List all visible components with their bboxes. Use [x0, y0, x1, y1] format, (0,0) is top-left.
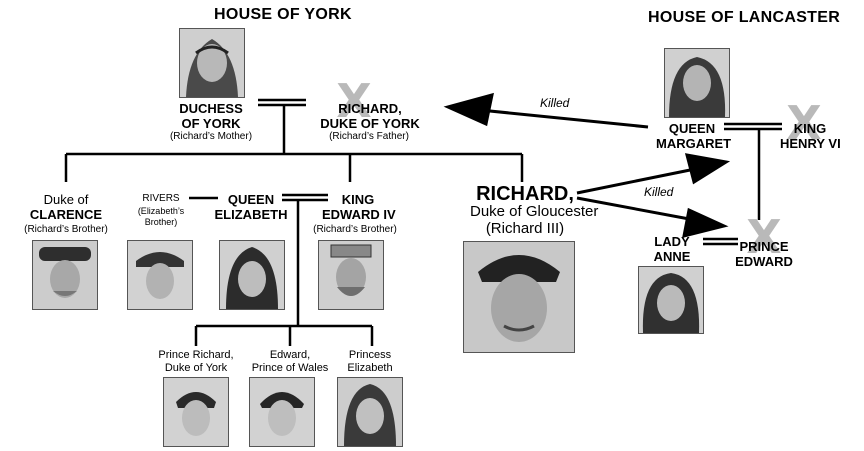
killed-label-left: Killed: [540, 96, 570, 110]
richard-gloucester-photo: [463, 241, 575, 353]
duke-of-york-relation: (Richard’s Father): [329, 131, 409, 142]
duke-york-name-line1: RICHARD,: [338, 101, 402, 116]
edward-name-line2: EDWARD IV: [322, 207, 396, 222]
killed-arrowhead-upper: [684, 153, 731, 185]
margaret-name-line2: MARGARET: [656, 136, 732, 151]
clarence-name-line2: CLARENCE: [29, 207, 103, 222]
duchess-of-york-photo: [179, 28, 245, 98]
lady-anne-name: LADY ANNE: [646, 234, 698, 264]
king-edward-photo: [318, 240, 384, 310]
richard-name-line1: RICHARD,: [476, 183, 574, 205]
prince-edward-name-line2: EDWARD: [735, 254, 793, 269]
queen-margaret-photo: [664, 48, 730, 118]
clarence-photo: [32, 240, 98, 310]
killed-arrow-shaft-left: [469, 107, 649, 129]
king-henry-name: KING HENRY VI: [780, 121, 841, 151]
prince-richard-line1: Prince Richard,: [158, 349, 234, 361]
clarence-name: Duke of CLARENCE: [18, 192, 114, 222]
deceased-mark-duke-of-york: X: [336, 74, 372, 128]
edward-wales-line2: Prince of Wales: [251, 362, 329, 374]
elizabeth-name-line1: QUEEN: [227, 192, 275, 207]
rivers-name: RIVERS: [142, 193, 180, 204]
king-edward-relation: (Richard’s Brother): [313, 224, 397, 235]
anne-name-line1: LADY: [654, 234, 690, 249]
clarence-name-line1: Duke of: [43, 192, 89, 207]
anne-name-line2: ANNE: [653, 249, 691, 264]
princess-elizabeth-name: Princess Elizabeth: [328, 349, 412, 375]
edward-prince-of-wales-photo: [249, 377, 315, 447]
killed-arrow-shaft-lower: [576, 196, 701, 223]
lady-anne-photo: [638, 266, 704, 334]
killed-label-right: Killed: [644, 185, 674, 199]
princess-elizabeth-photo: [337, 377, 403, 447]
edward-prince-of-wales-name: Edward, Prince of Wales: [240, 349, 340, 375]
house-of-lancaster-heading: HOUSE OF LANCASTER: [648, 9, 841, 26]
prince-richard-name: Prince Richard, Duke of York: [146, 349, 246, 375]
rivers-relation: (Elizabeth’s Brother): [128, 206, 194, 228]
richard-name-line2: Duke of Gloucester: [470, 203, 599, 220]
prince-edward-name: PRINCE EDWARD: [728, 239, 800, 269]
duchess-of-york-name: DUCHESS OF YORK: [171, 101, 251, 131]
margaret-name-line1: QUEEN: [668, 121, 716, 136]
clarence-relation: (Richard’s Brother): [24, 224, 108, 235]
princess-elizabeth-line1: Princess: [348, 349, 392, 361]
duchess-name-line2: OF YORK: [181, 116, 241, 131]
edward-name-line1: KING: [341, 192, 375, 207]
henry-name-line1: KING: [793, 121, 827, 136]
deceased-mark-prince-edward: X: [746, 210, 782, 264]
killed-arrowhead-left: [443, 92, 494, 127]
henry-name-line2: HENRY VI: [780, 136, 841, 151]
princess-elizabeth-line2: Elizabeth: [347, 362, 393, 374]
queen-elizabeth-name: QUEEN ELIZABETH: [212, 192, 290, 222]
house-of-york-heading: HOUSE OF YORK: [214, 6, 352, 23]
richard-name-line3: (Richard III): [485, 220, 565, 237]
rivers-relation-line1: (Elizabeth’s: [137, 206, 185, 216]
duke-of-york-name: RICHARD, DUKE OF YORK: [318, 101, 422, 131]
killed-arrowhead-lower: [682, 207, 729, 239]
prince-edward-name-line1: PRINCE: [739, 239, 789, 254]
deceased-mark-henry-vi: X: [786, 96, 822, 150]
duchess-name-line1: DUCHESS: [179, 101, 243, 116]
duke-york-name-line2: DUKE OF YORK: [320, 116, 420, 131]
duchess-relation: (Richard’s Mother): [169, 131, 253, 142]
rivers-relation-line2: Brother): [144, 217, 178, 227]
elizabeth-name-line2: ELIZABETH: [214, 207, 288, 222]
edward-wales-line1: Edward,: [269, 349, 311, 361]
queen-elizabeth-photo: [219, 240, 285, 310]
rivers-photo: [127, 240, 193, 310]
king-edward-name: KING EDWARD IV: [322, 192, 396, 222]
killed-arrow-shaft-upper: [576, 166, 701, 195]
prince-richard-line2: Duke of York: [164, 362, 228, 374]
prince-richard-photo: [163, 377, 229, 447]
richard-gloucester-name: RICHARD, Duke of Gloucester (Richard III…: [470, 183, 599, 237]
queen-margaret-name: QUEEN MARGARET: [656, 121, 732, 151]
